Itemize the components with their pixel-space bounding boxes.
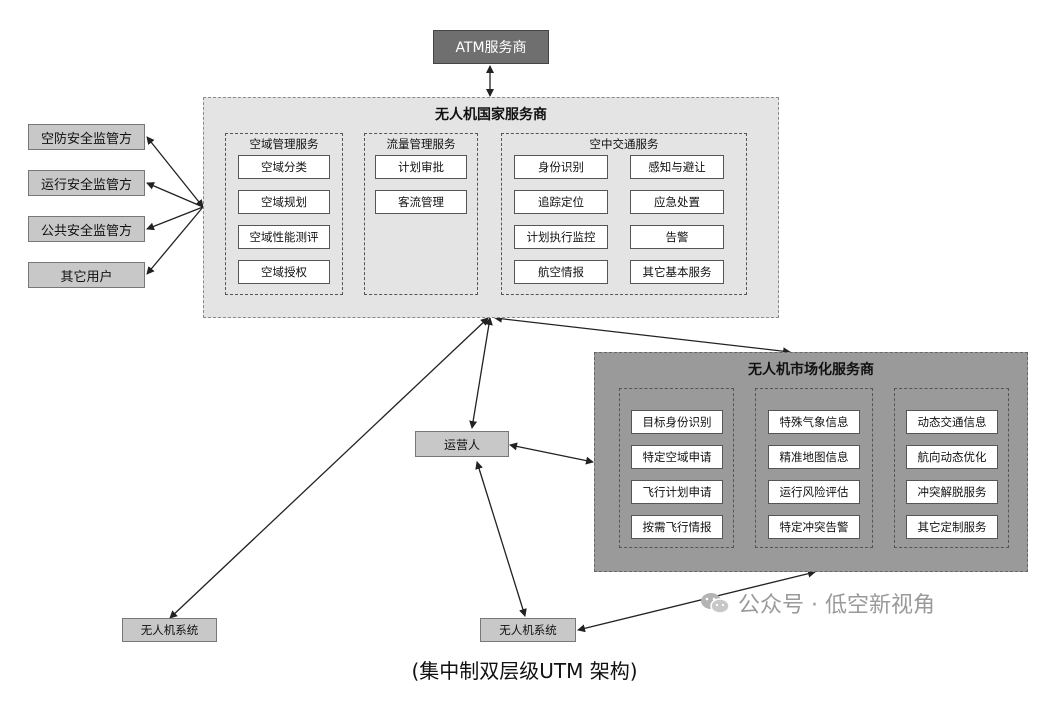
arrow-operator-market [509,442,594,465]
service-precise-map: 精准地图信息 [768,445,860,469]
service-other-custom: 其它定制服务 [906,515,998,539]
service-target-identification: 目标身份识别 [631,410,723,434]
national-provider-panel: 无人机国家服务商 空域管理服务 空域分类 空域规划 空域性能测评 空域授权 流量… [203,97,779,318]
uas-system-left: 无人机系统 [122,618,217,642]
service-flight-plan-application: 飞行计划申请 [631,480,723,504]
service-plan-monitoring: 计划执行监控 [514,225,608,249]
service-airspace-application: 特定空域申请 [631,445,723,469]
service-conflict-alert: 特定冲突告警 [768,515,860,539]
arrow-reg3-national [146,206,204,231]
service-emergency: 应急处置 [630,190,724,214]
market-provider-title: 无人机市场化服务商 [748,362,874,378]
service-identification: 身份识别 [514,155,608,179]
arrow-national-market [494,314,791,356]
service-on-demand-info: 按需飞行情报 [631,515,723,539]
figure-caption: (集中制双层级UTM 架构) [411,659,638,683]
uas-system-right: 无人机系统 [480,618,576,642]
national-provider-title: 无人机国家服务商 [435,107,547,123]
service-passenger-flow: 客流管理 [375,190,467,214]
air-traffic-services-group: 空中交通服务 身份识别 感知与避让 追踪定位 应急处置 计划执行监控 告警 航空… [501,133,747,295]
group-title: 空中交通服务 [589,137,659,151]
group-title: 空域管理服务 [249,137,319,151]
service-heading-optimization: 航向动态优化 [906,445,998,469]
service-airspace-authorization: 空域授权 [238,260,330,284]
watermark: 公众号 · 低空新视角 [700,587,935,619]
service-airspace-planning: 空域规划 [238,190,330,214]
arrow-reg4-national [146,206,204,275]
airspace-management-group: 空域管理服务 空域分类 空域规划 空域性能测评 空域授权 [225,133,343,295]
service-other-basic: 其它基本服务 [630,260,724,284]
market-group-3: 动态交通信息 航向动态优化 冲突解脱服务 其它定制服务 [894,388,1009,548]
market-provider-panel: 无人机市场化服务商 目标身份识别 特定空域申请 飞行计划申请 按需飞行情报 特殊… [594,352,1028,572]
service-airspace-classification: 空域分类 [238,155,330,179]
service-dynamic-traffic: 动态交通信息 [906,410,998,434]
service-detect-avoid: 感知与避让 [630,155,724,179]
atm-provider-box: ATM服务商 [433,30,549,64]
service-risk-assessment: 运行风险评估 [768,480,860,504]
market-group-1: 目标身份识别 特定空域申请 飞行计划申请 按需飞行情报 [619,388,734,548]
flow-management-group: 流量管理服务 计划审批 客流管理 [364,133,478,295]
service-tracking: 追踪定位 [514,190,608,214]
arrow-operator-uas-right [475,461,527,617]
arrow-uas-right-market [577,569,816,633]
other-users: 其它用户 [28,262,145,288]
service-plan-approval: 计划审批 [375,155,467,179]
regulator-operation-safety: 运行安全监管方 [28,170,145,196]
watermark-text: 公众号 · 低空新视角 [738,593,935,618]
operator-box: 运营人 [415,431,509,457]
service-airspace-performance: 空域性能测评 [238,225,330,249]
service-special-weather: 特殊气象信息 [768,410,860,434]
service-aeronautical-info: 航空情报 [514,260,608,284]
market-group-2: 特殊气象信息 精准地图信息 运行风险评估 特定冲突告警 [755,388,873,548]
regulator-public-safety: 公共安全监管方 [28,216,145,242]
service-alerting: 告警 [630,225,724,249]
regulator-air-defense: 空防安全监管方 [28,124,145,150]
arrow-reg1-national [146,136,204,208]
group-title: 流量管理服务 [386,137,456,151]
wechat-icon [701,593,730,614]
arrow-national-uas-left [169,317,489,619]
service-conflict-resolution: 冲突解脱服务 [906,480,998,504]
arrow-national-operator [469,317,493,429]
arrow-reg2-national [146,182,204,208]
